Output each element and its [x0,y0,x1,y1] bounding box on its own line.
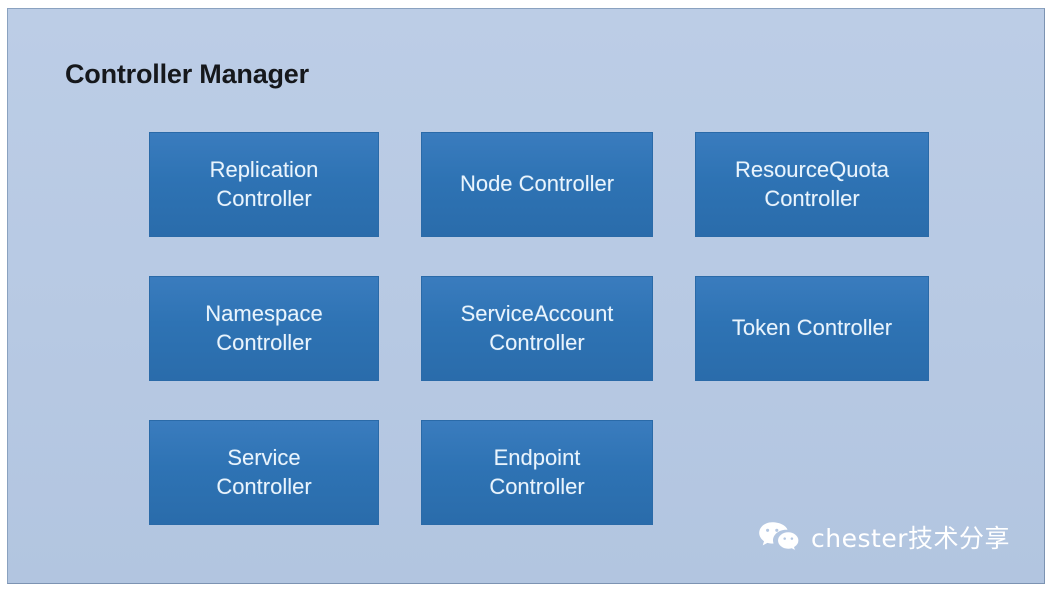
controller-label-line2: Controller [764,185,860,211]
controller-label-line1: Namespace [205,300,323,326]
controller-box-service[interactable]: Service Controller [149,420,379,525]
controller-label-line1: ServiceAccount [460,300,614,326]
controller-manager-panel: Controller Manager Replication Controlle… [7,8,1045,584]
controller-label-line1: Endpoint [493,444,581,470]
controller-label-line2: Controller [216,329,312,355]
controller-box-namespace[interactable]: Namespace Controller [149,276,379,381]
controller-row: Replication Controller Node Controller R… [149,132,939,237]
controller-row: Namespace Controller ServiceAccount Cont… [149,276,939,381]
page-title: Controller Manager [65,59,309,89]
controller-box-label: ServiceAccount Controller [455,300,620,357]
controller-grid: Replication Controller Node Controller R… [149,132,939,525]
controller-label-line2: Controller [489,473,585,499]
controller-label-line1: ResourceQuota [734,156,890,182]
controller-label-line1: Replication [209,156,319,182]
watermark: chester技术分享 [758,519,1010,555]
controller-box-label: Replication Controller [204,156,325,213]
wechat-icon [758,521,800,553]
controller-box-label: Namespace Controller [199,300,328,357]
controller-box-node[interactable]: Node Controller [421,132,653,237]
controller-box-label: ResourceQuota Controller [729,156,895,213]
controller-box-label: Node Controller [454,170,620,199]
controller-row: Service Controller Endpoint Controller [149,420,939,525]
controller-box-label: Service Controller [210,444,317,501]
controller-box-endpoint[interactable]: Endpoint Controller [421,420,653,525]
watermark-text: chester技术分享 [811,524,1010,553]
controller-label-line1: Token Controller [731,315,893,341]
controller-label-line1: Node Controller [459,171,615,197]
controller-box-label: Endpoint Controller [483,444,590,501]
controller-label-line1: Service [227,444,301,470]
controller-label-line2: Controller [216,185,312,211]
controller-box-serviceaccount[interactable]: ServiceAccount Controller [421,276,653,381]
controller-label-line2: Controller [216,473,312,499]
controller-box-replication[interactable]: Replication Controller [149,132,379,237]
controller-box-label: Token Controller [726,314,898,343]
controller-box-token[interactable]: Token Controller [695,276,929,381]
controller-box-resourcequota[interactable]: ResourceQuota Controller [695,132,929,237]
controller-label-line2: Controller [489,329,585,355]
